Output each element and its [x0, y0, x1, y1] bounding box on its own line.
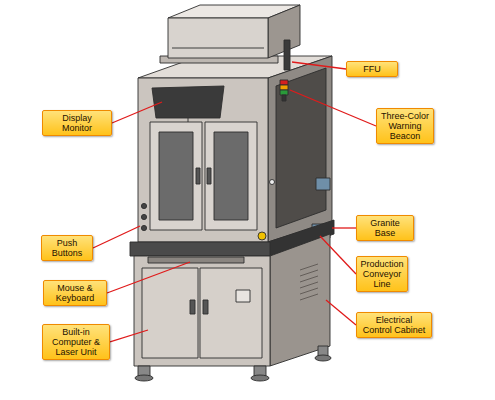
door-handle — [196, 168, 200, 184]
display-monitor — [152, 86, 224, 118]
lower-side — [270, 234, 330, 366]
side-panel — [276, 68, 326, 228]
foot-pad — [315, 355, 331, 361]
callout-label: Granite Base — [360, 218, 410, 238]
door-handle — [203, 300, 208, 314]
door-window — [159, 132, 193, 220]
leader-line — [110, 330, 148, 342]
granite-base — [130, 242, 270, 256]
callout-label: Mouse & Keyboard — [47, 283, 103, 303]
cabinet-side — [268, 56, 332, 242]
leveling-foot — [138, 366, 150, 376]
push-button — [141, 214, 146, 219]
door-right — [205, 122, 257, 230]
leader-line — [107, 262, 190, 293]
leader-line — [332, 227, 356, 228]
lower-door — [142, 268, 198, 358]
foot-pad — [135, 375, 153, 381]
door-left — [150, 122, 202, 230]
indicator — [270, 180, 275, 185]
callout-label: Three-Color Warning Beacon — [380, 111, 430, 141]
leader-line — [93, 226, 140, 248]
leader-line — [290, 90, 376, 126]
ffu-pipe — [284, 40, 290, 70]
callout-box: Push Buttons — [41, 235, 93, 261]
conveyor-part — [316, 178, 330, 190]
leader-line — [320, 236, 356, 274]
callout-label: Built-in Computer & Laser Unit — [46, 327, 106, 357]
leader-line — [112, 102, 162, 123]
callout-box: Mouse & Keyboard — [43, 280, 107, 306]
callout-box: Display Monitor — [42, 110, 112, 136]
leveling-foot — [254, 366, 266, 376]
cabinet-plate — [236, 290, 250, 302]
callout-label: Display Monitor — [46, 113, 108, 133]
leader-line — [292, 62, 346, 69]
electrical-cabinet — [134, 256, 270, 366]
callout-label: Push Buttons — [45, 238, 89, 258]
ffu-seam — [172, 48, 264, 49]
push-button — [141, 225, 146, 230]
beacon-amber — [280, 85, 288, 90]
leader-line — [326, 300, 356, 325]
leveling-foot — [318, 346, 328, 356]
side-vents — [300, 264, 318, 300]
callout-box: Electrical Control Cabinet — [356, 312, 432, 338]
callout-label: Electrical Control Cabinet — [360, 315, 428, 335]
callout-label: Production Conveyor Line — [360, 259, 404, 289]
emergency-stop — [258, 232, 266, 240]
beacon-green — [280, 90, 288, 95]
cabinet-front — [138, 78, 268, 242]
keyboard-tray — [148, 257, 244, 263]
door-handle — [207, 168, 211, 184]
beacon-pole — [282, 95, 286, 101]
door-handle — [190, 300, 195, 314]
beacon-red — [280, 80, 288, 85]
callout-box: Built-in Computer & Laser Unit — [42, 324, 110, 360]
ffu-front — [168, 18, 268, 58]
callout-label: FFU — [350, 64, 394, 74]
push-button — [141, 203, 146, 208]
callout-box: Granite Base — [356, 215, 414, 241]
monitor-stand — [188, 118, 189, 122]
callout-box: Production Conveyor Line — [356, 256, 408, 292]
foot-pad — [251, 375, 269, 381]
callout-box: FFU — [346, 61, 398, 77]
lower-door — [200, 268, 262, 358]
door-window — [214, 132, 248, 220]
callout-box: Three-Color Warning Beacon — [376, 108, 434, 144]
